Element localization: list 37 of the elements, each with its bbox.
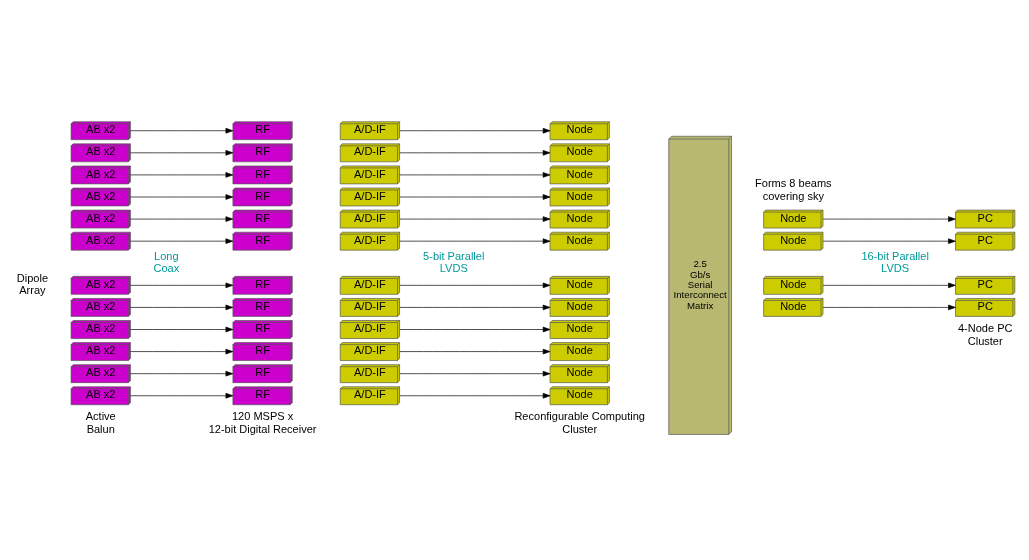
label: Dipole Array [16,271,49,296]
arrow [130,237,234,244]
arrow [399,149,551,156]
arrow [399,171,551,178]
arrow [822,215,956,222]
arrow [399,370,551,376]
label: 5-bit Parallel LVDS [423,249,485,274]
arrow [399,193,551,200]
arrow [130,282,234,288]
arrow [130,215,234,222]
arrow [399,392,551,398]
arrow [130,348,234,354]
label: Forms 8 beams covering sky [755,176,832,202]
arrow [399,127,551,133]
arrow [399,348,551,354]
arrow [130,370,234,376]
arrow [399,282,551,288]
arrow [822,282,956,288]
label: 4-Node PC Cluster [957,321,1013,347]
label: Reconfigurable Computing Cluster [514,409,646,435]
arrow [130,149,234,156]
label: Long Coax [153,249,180,274]
arrow [399,304,551,310]
arrow [399,215,551,222]
arrow [130,304,234,310]
label: 16-bit Parallel LVDS [861,249,929,274]
label: Active Balun [85,409,116,435]
arrow [130,392,234,398]
arrow [399,326,551,332]
arrow [822,304,956,310]
arrow [130,127,234,133]
arrow [130,326,234,332]
arrow [130,171,234,178]
arrow [399,237,551,244]
arrow [822,237,956,244]
arrow [130,193,234,200]
label: 120 MSPS x 12-bit Digital Receiver [208,409,317,435]
